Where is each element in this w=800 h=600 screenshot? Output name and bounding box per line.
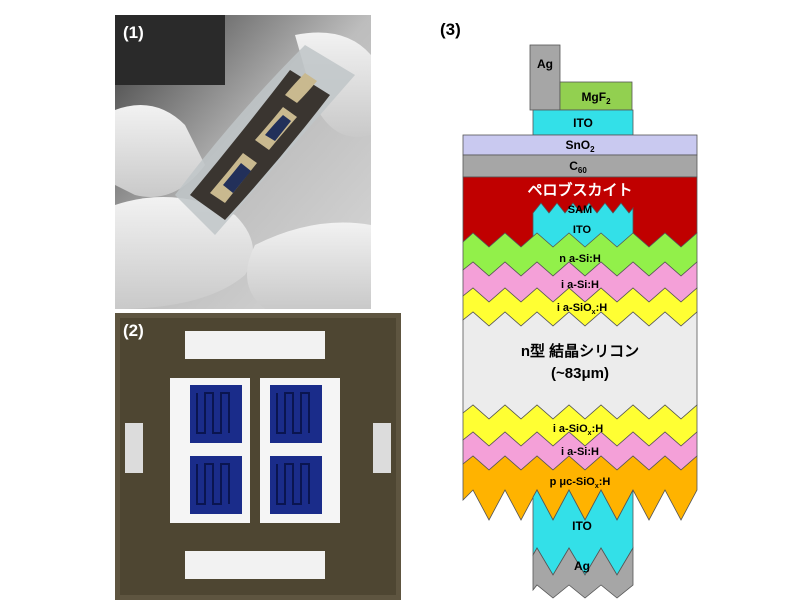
solar-cell-sample-photo-icon	[115, 313, 401, 600]
mgf2-layer	[559, 81, 633, 111]
photo-solar-cell-sample: (2)	[115, 313, 401, 600]
ito-top-layer	[532, 109, 634, 136]
label-i-asiox-top: i a-SiOx:H	[557, 302, 607, 316]
label-i-asi-top: i a-Si:H	[561, 279, 599, 291]
flexible-solar-cell-photo-icon	[115, 15, 371, 309]
panel-2-label: (2)	[123, 321, 144, 340]
label-i-asi-bottom: i a-Si:H	[561, 446, 599, 458]
label-ncsi-line2: (~83μm)	[551, 365, 609, 382]
label-i-asiox-bottom: i a-SiOx:H	[553, 423, 603, 437]
label-sno2: SnO2	[565, 138, 595, 154]
ag-top-layer	[529, 44, 561, 111]
layer-stack-svg: Ag MgF2 ITO SnO2 C60 ペロブスカイト SAM ITO n a…	[462, 44, 698, 599]
label-ito-bottom: ITO	[572, 519, 592, 533]
label-perovskite: ペロブスカイト	[527, 181, 632, 199]
label-ito-top: ITO	[573, 116, 593, 130]
panel-1-label: (1)	[123, 23, 144, 42]
label-ito-mid: ITO	[573, 224, 592, 236]
photo-flexible-cell: (1)	[115, 15, 371, 309]
panel-3-label: (3)	[440, 20, 461, 39]
label-sam: SAM	[568, 204, 592, 216]
ag-bottom-layer	[532, 546, 634, 599]
p-ucsiox-layer	[462, 455, 698, 521]
label-mgf2: MgF2	[581, 90, 611, 106]
label-p-ucsiox: p μc-SiOx:H	[550, 476, 611, 490]
layer-structure-diagram: (3)	[440, 20, 720, 600]
label-ncsi-line1: n型 結晶シリコン	[521, 342, 639, 360]
label-ag-top: Ag	[537, 57, 553, 71]
label-c60: C60	[569, 159, 587, 175]
label-n-asi: n a-Si:H	[559, 253, 601, 265]
label-ag-bottom: Ag	[574, 559, 590, 573]
